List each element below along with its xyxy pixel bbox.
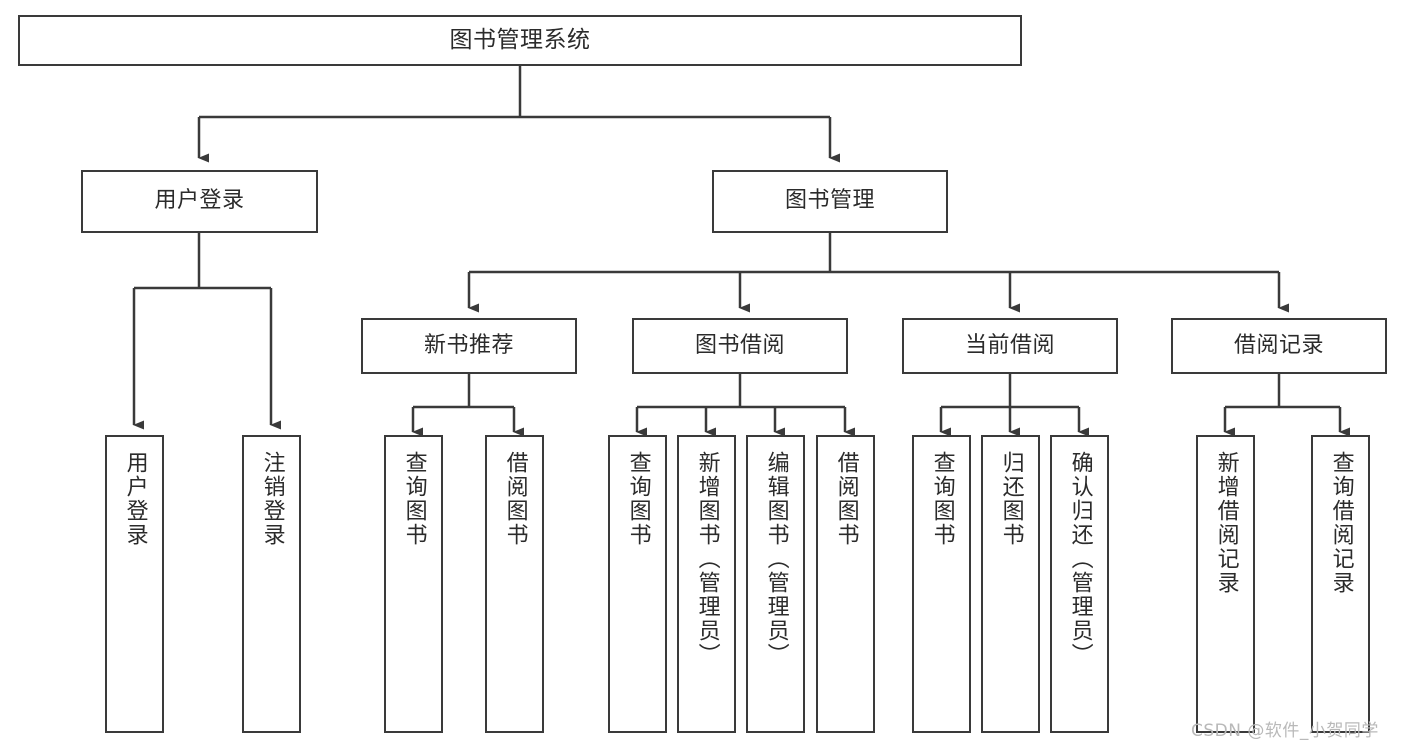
node-leaf-add-borrow-record[interactable]: 新增借阅记录 (1196, 435, 1255, 733)
node-leaf-query-book-current[interactable]: 查询图书 (912, 435, 971, 733)
node-leaf-logout[interactable]: 注销登录 (242, 435, 301, 733)
watermark-text: CSDN @软件_小贺同学 (1191, 721, 1379, 741)
node-leaf-confirm-return-admin[interactable]: 确认归还（管理员） (1050, 435, 1109, 733)
watermark-csdn: CSDN @软件_小贺同学 (1191, 716, 1379, 741)
node-label: 当前借阅 (964, 332, 1055, 358)
node-leaf-query-borrow-record[interactable]: 查询借阅记录 (1311, 435, 1370, 733)
node-label: 查询图书 (929, 451, 955, 547)
node-root-book-management-system[interactable]: 图书管理系统 (18, 15, 1022, 66)
node-label: 图书管理系统 (449, 26, 591, 53)
node-leaf-edit-book-admin[interactable]: 编辑图书（管理员） (746, 435, 805, 733)
node-book-borrow[interactable]: 图书借阅 (632, 318, 848, 374)
node-label: 归还图书 (998, 451, 1024, 547)
node-book-management[interactable]: 图书管理 (712, 170, 948, 233)
node-label: 查询借阅记录 (1328, 451, 1354, 595)
node-label: 借阅图书 (833, 451, 859, 547)
node-label: 图书管理 (784, 188, 875, 214)
node-leaf-borrow-book-recommend[interactable]: 借阅图书 (485, 435, 544, 733)
node-user-login[interactable]: 用户登录 (81, 170, 318, 233)
node-borrow-record[interactable]: 借阅记录 (1171, 318, 1387, 374)
node-current-borrow[interactable]: 当前借阅 (902, 318, 1118, 374)
node-label: 图书借阅 (694, 332, 785, 358)
node-label: 借阅图书 (502, 451, 528, 547)
node-label: 用户登录 (154, 188, 245, 214)
node-leaf-query-book-recommend[interactable]: 查询图书 (384, 435, 443, 733)
node-leaf-query-book-borrow[interactable]: 查询图书 (608, 435, 667, 733)
node-label: 新增借阅记录 (1213, 451, 1239, 595)
node-label: 查询图书 (401, 451, 427, 547)
node-label: 新书推荐 (423, 332, 514, 358)
node-leaf-return-book[interactable]: 归还图书 (981, 435, 1040, 733)
node-leaf-user-login[interactable]: 用户登录 (105, 435, 164, 733)
node-label: 查询图书 (625, 451, 651, 547)
node-leaf-borrow-book[interactable]: 借阅图书 (816, 435, 875, 733)
node-label: 注销登录 (259, 451, 285, 547)
node-label: 编辑图书（管理员） (763, 451, 789, 667)
node-label: 确认归还（管理员） (1067, 451, 1093, 667)
node-label: 新增图书（管理员） (694, 451, 720, 667)
node-leaf-add-book-admin[interactable]: 新增图书（管理员） (677, 435, 736, 733)
node-label: 用户登录 (122, 451, 148, 547)
node-new-book-recommend[interactable]: 新书推荐 (361, 318, 577, 374)
node-label: 借阅记录 (1233, 332, 1324, 358)
